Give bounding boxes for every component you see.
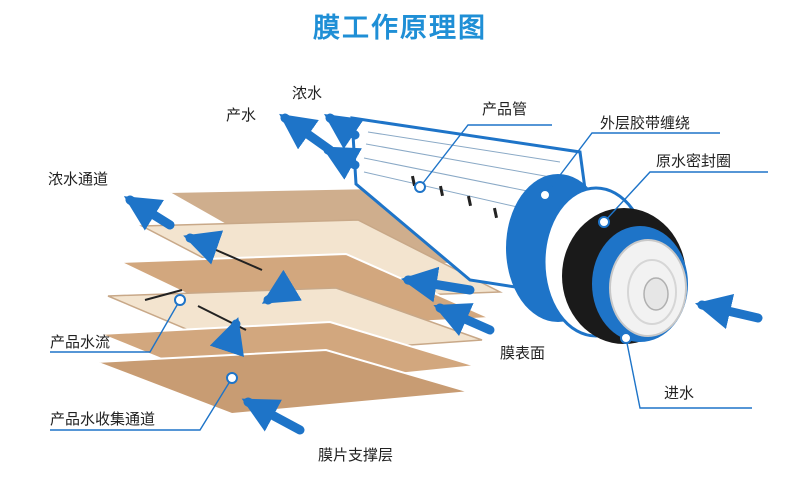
arrow-sheet-flow-2 <box>261 269 302 305</box>
arrow-sheet-flow-1 <box>183 230 224 265</box>
label-brine-seal: 原水密封圈 <box>656 152 732 170</box>
label-concentrate: 浓水 <box>292 84 323 102</box>
arrow-concentrate-channel <box>123 195 175 231</box>
arrow-concentrate-out-2 <box>321 145 362 180</box>
arrow-product-out <box>279 113 335 155</box>
leader-lines <box>50 124 768 431</box>
arrow-feed-membrane <box>400 266 475 303</box>
callout-dots <box>174 181 632 384</box>
page-title: 膜工作原理图 <box>313 13 487 44</box>
label-collection-channel: 产品水收集通道 <box>50 410 156 428</box>
membrane-sheets <box>95 186 516 416</box>
arrow-feed-in <box>694 293 763 330</box>
membrane-tube <box>350 116 688 344</box>
label-product-water: 产水 <box>226 106 257 124</box>
flow-arrows <box>123 113 763 435</box>
sheet-6 <box>95 348 471 416</box>
label-feed-water: 进水 <box>664 384 695 402</box>
label-membrane-surface: 膜表面 <box>500 344 546 362</box>
label-concentrate-channel: 浓水通道 <box>48 170 109 188</box>
arrow-sheet-flow-3 <box>209 317 244 358</box>
arrow-concentrate-out <box>324 113 364 150</box>
arrow-feed-support <box>241 397 305 435</box>
label-product-flow: 产品水流 <box>50 333 111 351</box>
label-product-tube: 产品管 <box>482 100 528 118</box>
label-support-layer: 膜片支撑层 <box>318 446 394 464</box>
label-outer-tape: 外层胶带缠绕 <box>600 114 691 132</box>
arrow-feed-surface <box>433 303 495 337</box>
